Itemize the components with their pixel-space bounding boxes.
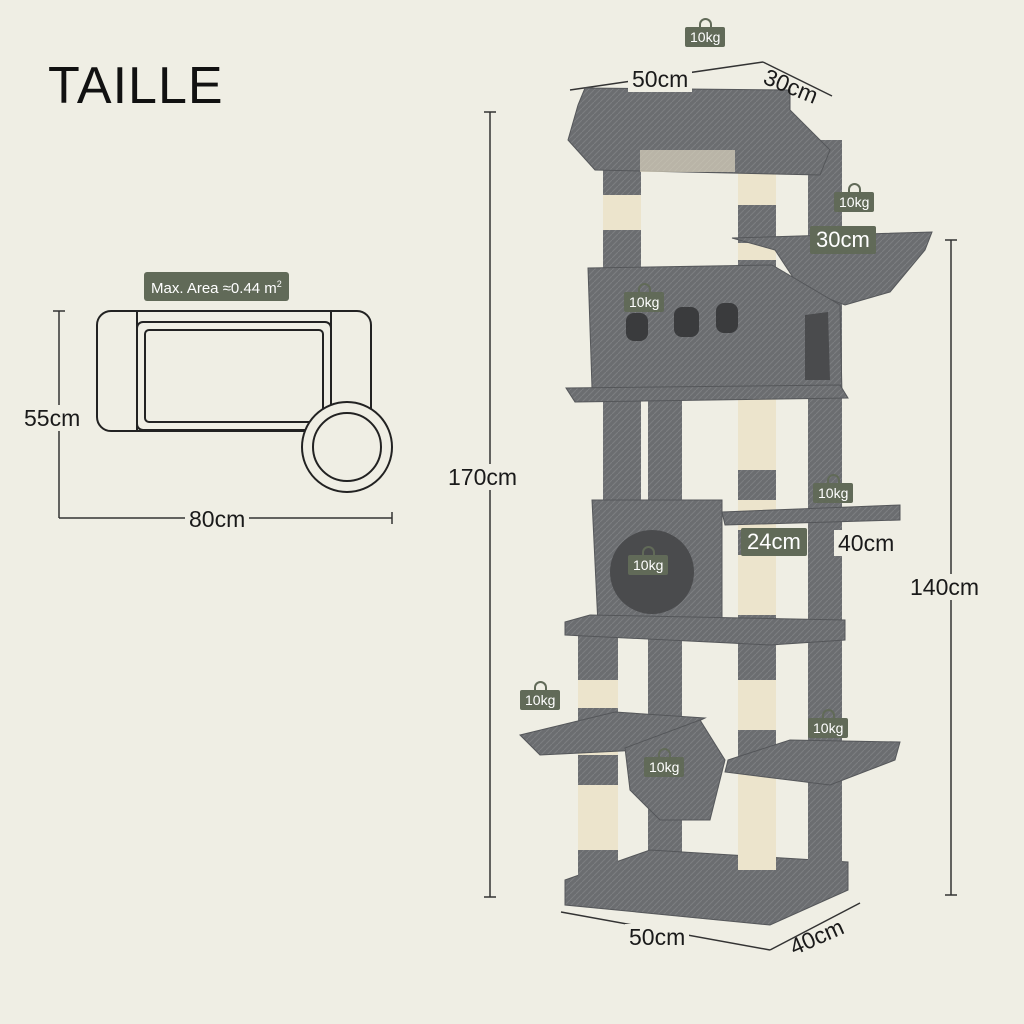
load-badge-left-platform: 10kg — [520, 681, 561, 710]
top-width-label: 50cm — [628, 66, 693, 92]
base-board — [564, 849, 849, 926]
load-badge-lower-condo: 10kg — [628, 546, 669, 575]
load-badge-basket: 10kg — [834, 183, 875, 212]
basket-diameter-label: 30cm — [810, 226, 876, 254]
load-badge-upper-condo: 10kg — [624, 283, 665, 312]
post-mid-left — [603, 395, 641, 505]
middle-board — [564, 614, 846, 646]
load-badge-right-platform: 10kg — [813, 474, 854, 503]
cat-tree — [519, 87, 933, 926]
load-badge-hammock: 10kg — [644, 748, 685, 777]
page-title: TAILLE — [48, 57, 224, 115]
load-badge-top: 10kg — [685, 18, 726, 47]
platform-width-label: 24cm — [741, 528, 807, 556]
right-platform — [721, 504, 901, 526]
right-height-label: 140cm — [906, 574, 984, 600]
base-width-label: 50cm — [625, 924, 690, 950]
platform-depth-label: 40cm — [834, 530, 899, 556]
upper-condo-floor — [565, 384, 849, 403]
max-area-label: Max. Area ≈0.44 m2 — [144, 272, 289, 301]
total-height-label: 170cm — [444, 464, 522, 490]
basket — [731, 231, 933, 306]
footprint-depth-label: 55cm — [20, 405, 85, 431]
footprint-outline — [96, 310, 393, 493]
load-badge-lower-right-platform: 10kg — [808, 709, 849, 738]
lower-right-platform — [724, 739, 901, 786]
footprint-width-label: 80cm — [185, 506, 250, 532]
